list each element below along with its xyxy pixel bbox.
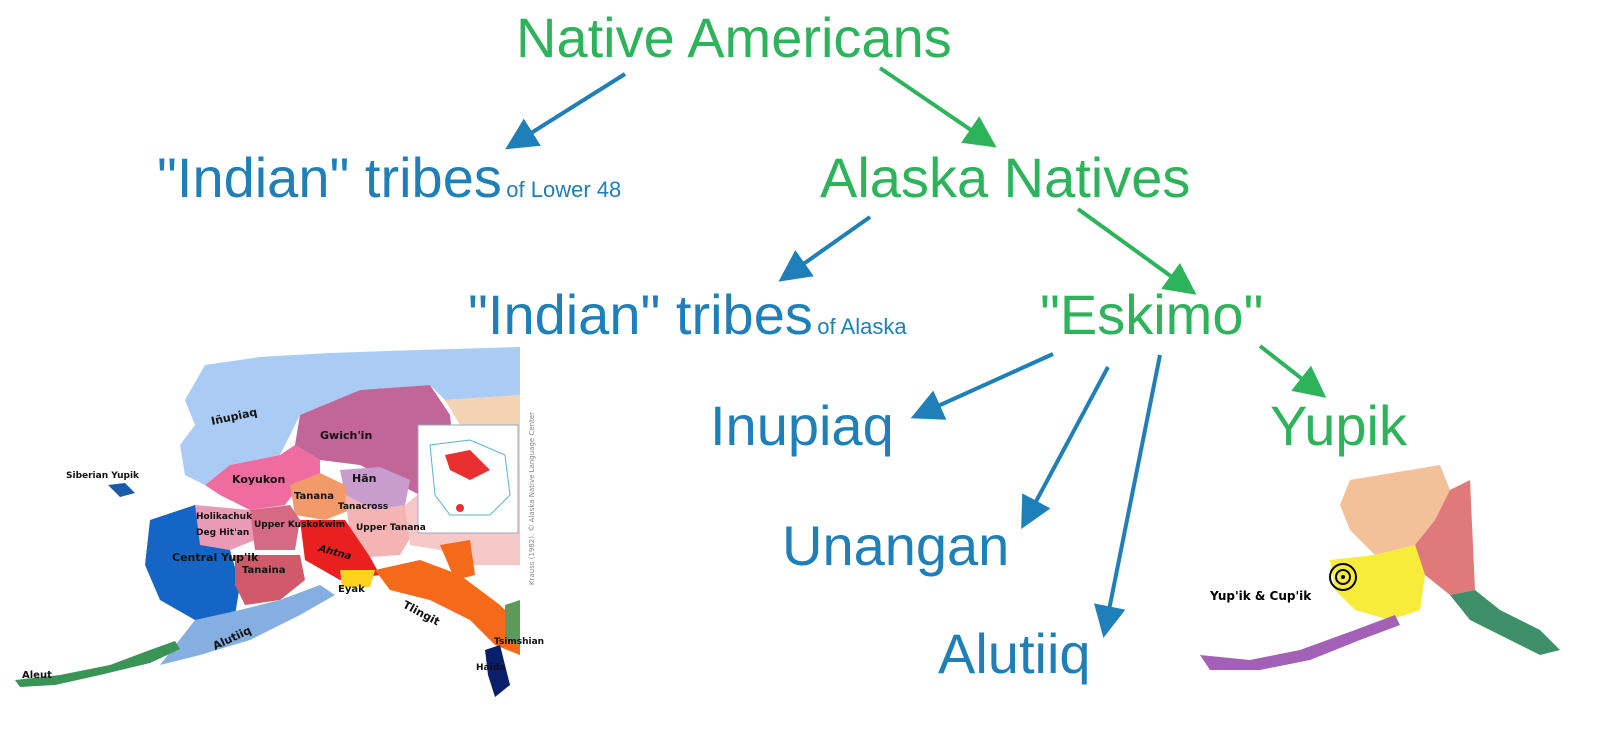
arrow-eskimo-to-alutiiq [1094,354,1162,638]
region-upper-kuskokwim [250,505,300,550]
region-tanana [290,473,350,520]
node-indian-tribes-alaska: "Indian" tribes of Alaska [468,287,907,343]
node-native-americans: Native Americans [516,6,952,69]
region-han [340,467,410,510]
label-tsimshian: Tsimshian [494,637,544,647]
arrow-eskimo-to-inupiaq [910,352,1054,420]
label-tanaina: Tanaina [242,565,285,576]
alaska-languages-map: Iñupiaq Gwich'in Koyukon Hän Tanana Tana… [15,347,544,697]
arrow-alaska-to-indian-alaska [778,215,872,282]
region-holikachuk [195,505,255,550]
right-map-east [1415,480,1475,595]
label-upper-kuskokwim: Upper Kuskokwim [254,520,345,530]
label-central-yupik: Central Yup'ik [172,551,259,564]
region-tsimshian [505,600,520,645]
region-ahtna [300,520,380,580]
indian-tribes-lower48-suffix: of Lower 48 [506,177,622,202]
yupik-region-map: Yup'ik & Cup'ik [1200,465,1560,670]
region-siberian-yupik [108,483,135,497]
arrow-native-to-indian-lower48 [505,72,627,150]
label-haida: Haida [476,663,505,673]
arrow-alaska-to-eskimo [1076,207,1197,295]
region-tlingit [375,560,520,655]
label-han: Hän [352,472,376,485]
label-gwichin: Gwich'in [320,429,372,442]
right-map-yupik-region [1330,545,1425,620]
label-aleut: Aleut [22,670,52,681]
region-eyak [340,570,375,587]
label-koyukon: Koyukon [232,473,285,486]
arrow-eskimo-to-yupik [1258,344,1327,398]
label-tanacross: Tanacross [338,502,388,512]
region-haida [485,645,510,697]
label-upper-tanana: Upper Tanana [356,523,426,533]
region-koyukon [205,445,320,510]
inset-map-dot [456,504,464,512]
right-map-southeast [1450,590,1560,655]
node-yupik: Yupik [1270,394,1407,457]
right-map-aleut-chain [1200,615,1400,670]
node-eskimo: "Eskimo" [1040,283,1264,346]
node-inupiaq: Inupiaq [710,394,894,457]
region-tanaina [235,555,305,605]
region-tanacross [345,495,415,557]
indian-tribes-alaska-suffix: of Alaska [817,314,907,339]
label-siberian-yupik: Siberian Yupik [66,471,140,481]
label-yupik-cupik: Yup'ik & Cup'ik [1209,589,1312,603]
region-central-yupik [145,505,240,620]
region-aleut [15,641,180,687]
indian-tribes-lower48-label: "Indian" tribes [157,146,502,209]
region-alutiiq [160,585,335,665]
inset-map-highlight [445,450,490,480]
inset-map-outline [429,439,511,516]
right-map-north [1340,465,1450,555]
arrow-native-to-alaska-natives [878,66,997,148]
indian-tribes-alaska-label: "Indian" tribes [468,283,813,346]
region-gwichin [295,385,455,495]
target-icon-center [1341,575,1345,579]
target-icon [1329,563,1357,591]
node-alutiiq: Alutiiq [938,622,1091,685]
label-holikachuk: Holikachuk [196,512,253,522]
label-tanana: Tanana [294,491,334,502]
map-credit: Krauss (1982). © Alaska Native Language … [528,412,536,585]
target-icon-inner [1335,569,1351,585]
node-alaska-natives: Alaska Natives [820,146,1191,209]
node-unangan: Unangan [782,514,1010,577]
region-tlingit-interior [440,540,475,580]
arrow-eskimo-to-unangan [1021,366,1110,530]
region-inupiaq [180,347,520,485]
label-deg-hitan: Deg Hit'an [196,528,249,538]
label-eyak: Eyak [338,584,365,595]
node-indian-tribes-lower48: "Indian" tribes of Lower 48 [157,150,621,206]
